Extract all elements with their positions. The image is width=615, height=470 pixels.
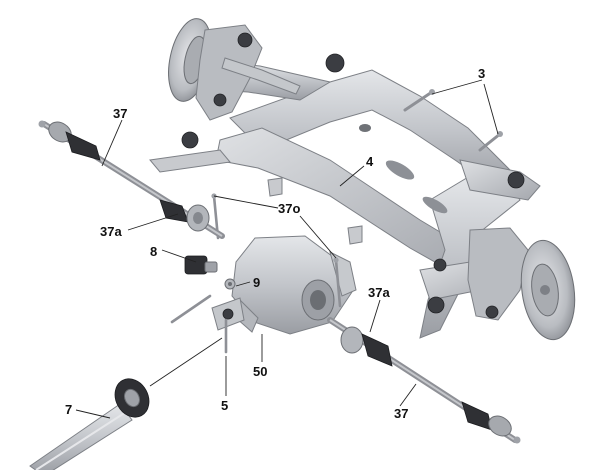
right-output-shaft: [327, 317, 521, 444]
rubber-bushing-8: [184, 255, 218, 275]
right-inner-cv-joint: [340, 326, 393, 367]
leader-37a-right: [369, 299, 381, 333]
callout-37-bottom: 37: [394, 406, 408, 421]
right-outer-cv-boot: [461, 401, 521, 444]
propeller-shaft-flex-disc: [114, 378, 150, 418]
leader-37o-right: [299, 215, 337, 259]
nut-9: [224, 278, 236, 290]
leader-37-top: [101, 119, 123, 167]
differential-mount-bracket: [211, 297, 245, 331]
callout-37a-right: 37a: [368, 285, 390, 300]
callout-4: 4: [366, 154, 374, 169]
leader-7b: [149, 337, 223, 387]
left-wheel-carrier: [195, 24, 301, 121]
left-inner-cv-joint: [159, 199, 210, 232]
callout-7: 7: [65, 402, 72, 417]
bolt-37o-right: [333, 257, 342, 308]
callout-37o: 37o: [278, 201, 300, 216]
callout-37a-left: 37a: [100, 224, 122, 239]
callout-5: 5: [221, 398, 228, 413]
bolt-3-lower: [478, 131, 503, 152]
propeller-shaft: [29, 378, 150, 470]
leader-3-lower: [483, 83, 499, 135]
bolt-8-lower: [170, 294, 212, 324]
leader-8: [161, 249, 197, 263]
left-output-shaft: [38, 120, 225, 239]
leader-lines: [75, 79, 499, 419]
leader-37a-left: [127, 213, 179, 231]
leader-9: [235, 281, 251, 287]
callout-9: 9: [253, 275, 260, 290]
rear-axle-carrier: [149, 53, 541, 339]
callout-37-top: 37: [113, 106, 127, 121]
callout-labels: 3 37 4 37o 37a 8 9 37a 50 7 5 37: [65, 66, 485, 421]
leader-7: [75, 409, 111, 419]
leader-3-upper: [431, 79, 483, 95]
leader-4: [339, 165, 365, 187]
callout-3: 3: [478, 66, 485, 81]
callout-8: 8: [150, 244, 157, 259]
right-brake-disc: [520, 239, 576, 341]
right-wheel-carrier: [467, 227, 529, 321]
left-outer-cv-boot: [38, 120, 101, 161]
leader-37o-left: [213, 195, 279, 209]
callout-50: 50: [253, 364, 267, 379]
leader-37-bottom: [399, 383, 417, 407]
